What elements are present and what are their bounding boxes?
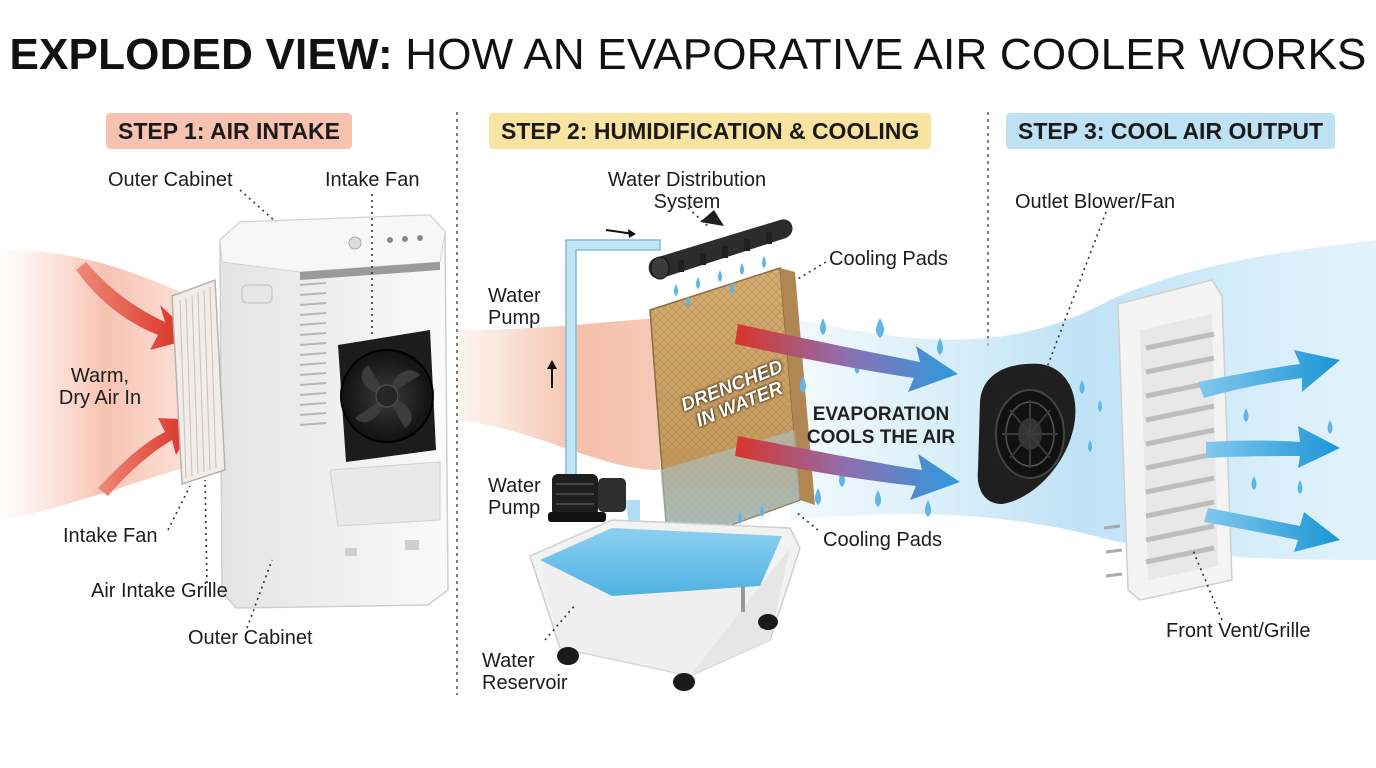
label-water-pump-top: Water Pump	[488, 285, 541, 329]
title-bold: EXPLODED VIEW:	[9, 30, 393, 79]
outlet-blower	[977, 363, 1076, 504]
step-1-badge: STEP 1: AIR INTAKE	[106, 113, 352, 149]
air-intake-grille	[171, 278, 226, 486]
step1-leaders	[167, 189, 373, 629]
label-air-intake-grille: Air Intake Grille	[91, 580, 228, 602]
label-intake-fan-bottom: Intake Fan	[63, 525, 158, 547]
page-title: EXPLODED VIEW: HOW AN EVAPORATIVE AIR CO…	[0, 30, 1376, 80]
cool-air-arrow-1	[1198, 350, 1340, 398]
step3-leaders	[1045, 211, 1223, 621]
label-outer-cabinet-top: Outer Cabinet	[108, 169, 233, 191]
warm-air-arrow-1	[76, 262, 195, 350]
step-2-badge: STEP 2: HUMIDIFICATION & COOLING	[489, 113, 932, 149]
cool-air-arrow-3	[1204, 508, 1340, 552]
water-droplets	[674, 256, 1333, 542]
front-vent-grille	[1103, 279, 1233, 601]
label-cooling-pads-bottom: Cooling Pads	[823, 529, 942, 551]
label-front-vent: Front Vent/Grille	[1166, 620, 1311, 642]
water-distribution-bar	[648, 210, 793, 280]
step2-leaders	[544, 207, 827, 641]
airflow-arrow-lower	[735, 436, 960, 500]
label-outer-cabinet-bottom: Outer Cabinet	[188, 627, 313, 649]
label-warm-air: Warm, Dry Air In	[58, 365, 142, 409]
label-intake-fan-top: Intake Fan	[325, 169, 420, 191]
label-outlet-blower: Outlet Blower/Fan	[1015, 191, 1176, 213]
cool-air-stream	[790, 240, 1376, 560]
label-water-reservoir: Water Reservoir	[482, 650, 568, 694]
warm-air-stream	[0, 250, 210, 520]
cool-air-arrow-2	[1206, 426, 1340, 468]
label-water-pump-bottom: Water Pump	[488, 475, 541, 519]
water-reservoir	[529, 519, 801, 691]
label-evaporation: EVAPORATION COOLS THE AIR	[806, 404, 956, 448]
intake-fan	[338, 330, 436, 462]
warm-air-stream-mid	[458, 318, 660, 470]
step-3-badge: STEP 3: COOL AIR OUTPUT	[1006, 113, 1335, 149]
label-cooling-pads-top: Cooling Pads	[829, 248, 948, 270]
title-rest: HOW AN EVAPORATIVE AIR COOLER WORKS	[392, 30, 1367, 79]
label-water-distribution: Water Distribution System	[607, 169, 767, 213]
warm-air-arrow-2	[98, 418, 198, 496]
outer-cabinet	[219, 214, 449, 609]
airflow-arrow-upper	[735, 324, 958, 392]
